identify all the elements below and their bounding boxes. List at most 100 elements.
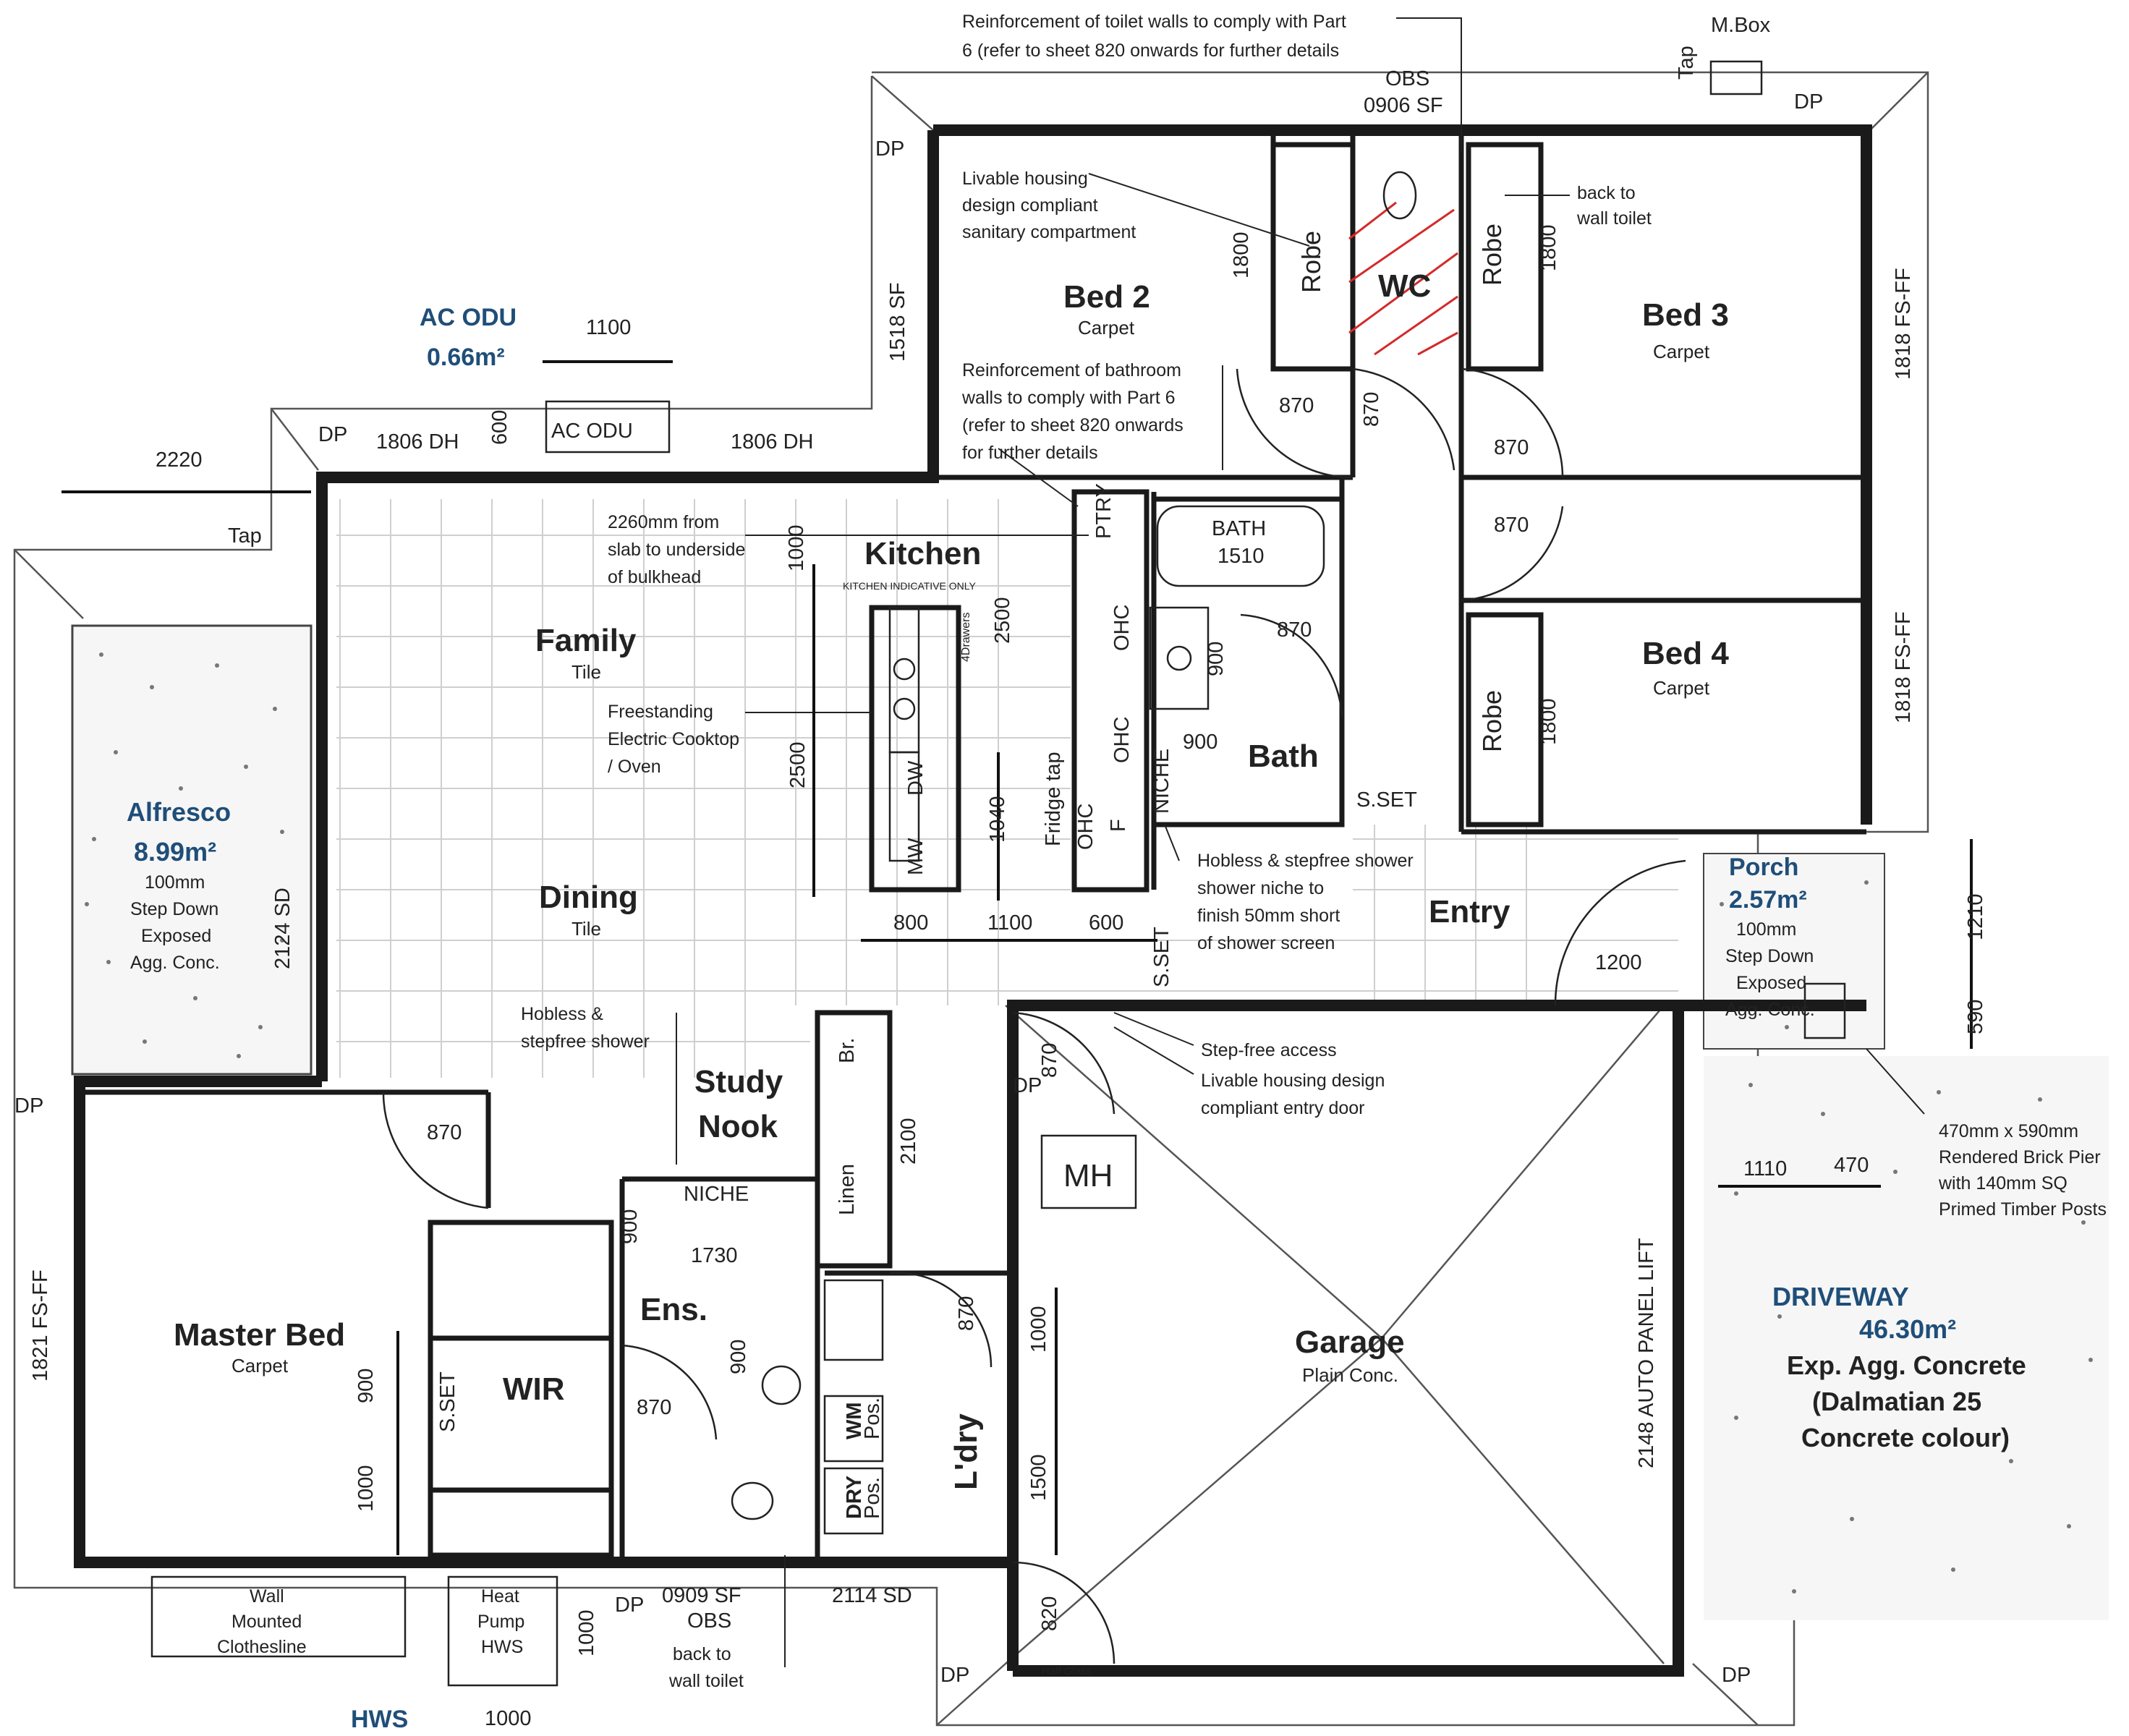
room-family-finish: Tile: [571, 661, 601, 683]
porch-detail-4: Agg. Conc.: [1725, 1000, 1815, 1020]
note-brick-pier-3: with 140mm SQ: [1938, 1173, 2068, 1194]
label-f: F: [1107, 819, 1130, 832]
heat-pump-2: Pump: [477, 1612, 524, 1632]
label-wm: WM: [843, 1402, 866, 1439]
note-bulkhead-1: 2260mm from: [608, 512, 719, 532]
label-2124-sd: 2124 SD: [271, 888, 294, 969]
dim-1210: 1210: [1964, 893, 1987, 940]
label-ohc-1: OHC: [1110, 605, 1134, 651]
dim-1000-hws-bottom: 1000: [485, 1707, 532, 1730]
note-brick-pier-1: 470mm x 590mm: [1939, 1121, 2078, 1141]
note-toilet-walls-2: 6 (refer to sheet 820 onwards for furthe…: [962, 41, 1339, 61]
dim-1200: 1200: [1595, 951, 1642, 974]
dim-1800-right: 1800: [1537, 224, 1560, 271]
dim-600-kitchen: 600: [1089, 911, 1123, 935]
alfresco-detail-4: Agg. Conc.: [130, 953, 220, 973]
external-walls: [74, 124, 1872, 1677]
note-kitchen-indicative: KITCHEN INDICATIVE ONLY: [843, 580, 977, 592]
label-0909-sf: 0909 SF: [662, 1584, 741, 1607]
room-bed4: Bed 4: [1642, 636, 1729, 671]
dim-870-ldry: 870: [955, 1296, 978, 1331]
label-1818-fsff-2: 1818 FS-FF: [1892, 611, 1915, 723]
label-dp-top-left: DP: [875, 137, 904, 161]
note-cooktop-2: Electric Cooktop: [608, 729, 739, 749]
note-bulkhead-3: of bulkhead: [608, 567, 701, 587]
room-bed2-finish: Carpet: [1078, 317, 1135, 339]
label-sset-entry: S.SET: [1356, 788, 1417, 812]
room-bed3-finish: Carpet: [1653, 341, 1710, 362]
note-livable-2: design compliant: [962, 195, 1098, 216]
dim-1000-garage: 1000: [1027, 1306, 1050, 1353]
room-master: Master Bed: [174, 1317, 345, 1353]
dim-1110: 1110: [1743, 1157, 1787, 1180]
dim-470: 470: [1834, 1154, 1869, 1177]
dim-900-master: 900: [354, 1369, 378, 1403]
label-mw: MW: [904, 838, 927, 875]
dim-870-wc-door: 870: [1360, 392, 1383, 427]
leader-lines: [676, 17, 1925, 1667]
label-dp-ac: DP: [318, 423, 347, 446]
dim-870-ens: 870: [637, 1396, 671, 1419]
label-dry-pos: Pos.: [861, 1477, 884, 1519]
door-swings: [382, 367, 1686, 1664]
clothesline-2: Mounted: [231, 1612, 302, 1632]
label-niche-ens: NICHE: [684, 1183, 749, 1206]
room-kitchen: Kitchen: [864, 536, 981, 571]
label-dp-garage-right: DP: [1722, 1664, 1751, 1687]
porch-detail-2: Step Down: [1725, 946, 1814, 966]
note-livable-3: sanitary compartment: [962, 222, 1136, 242]
label-tap-left: Tap: [228, 524, 262, 548]
dim-900-bath: 900: [1204, 642, 1228, 676]
label-sset-kitchen: S.SET: [1150, 927, 1173, 987]
bath-tub-size: 1510: [1218, 545, 1265, 568]
alfresco-title: Alfresco: [127, 797, 231, 827]
label-niche-bath: NICHE: [1150, 749, 1173, 814]
wc-hatch: [1348, 201, 1458, 356]
ac-odu-box-label: AC ODU: [551, 420, 633, 443]
room-garage-finish: Plain Conc.: [1302, 1364, 1398, 1386]
note-4drawers: 4Drawers: [960, 613, 972, 662]
driveway-detail-1: Exp. Agg. Concrete: [1787, 1350, 2026, 1380]
room-bed3: Bed 3: [1642, 297, 1729, 333]
note-bathroom-walls-4: for further details: [962, 443, 1098, 463]
alfresco-area: 8.99m²: [134, 837, 216, 867]
room-master-finish: Carpet: [231, 1355, 289, 1377]
room-ldry: L'dry: [948, 1413, 984, 1490]
label-fridge-tap: Fridge tap: [1042, 752, 1065, 846]
label-1806-dh-left: 1806 DH: [376, 430, 459, 454]
dim-870-bed4-door: 870: [1494, 514, 1529, 537]
porch-detail-1: 100mm: [1736, 919, 1796, 940]
label-1518-sf: 1518 SF: [886, 282, 909, 362]
dim-900-shower: 900: [1183, 731, 1218, 754]
label-mbox: M.Box: [1711, 14, 1771, 37]
alfresco-detail-3: Exposed: [141, 926, 211, 946]
clothesline-3: Clothesline: [217, 1637, 307, 1657]
room-study-2: Nook: [698, 1109, 778, 1144]
dim-820: 820: [1038, 1596, 1061, 1631]
dim-600-ac: 600: [488, 410, 511, 445]
dim-870-bed2-door: 870: [1279, 394, 1314, 417]
dim-590: 590: [1964, 1000, 1987, 1034]
roof-outline: [13, 71, 1929, 1727]
driveway-area: 46.30m²: [1859, 1314, 1956, 1344]
label-obs-top: OBS: [1385, 67, 1429, 90]
dim-900-ens-1: 900: [619, 1209, 642, 1244]
note-shower-niche-1: Hobless & stepfree shower: [1197, 851, 1414, 871]
note-entry-door-1: Livable housing design: [1201, 1071, 1385, 1091]
room-bath: Bath: [1248, 739, 1319, 774]
porch-area: 2.57m²: [1729, 886, 1807, 914]
label-0906-sf: 0906 SF: [1364, 94, 1443, 117]
heat-pump-3: HWS: [481, 1637, 523, 1657]
label-dw: DW: [904, 760, 927, 796]
label-obs-bottom: OBS: [687, 1609, 731, 1633]
note-shower-niche-2: shower niche to: [1197, 878, 1324, 898]
note-bulkhead-2: slab to underside: [608, 540, 745, 560]
note-brick-pier-4: Primed Timber Posts: [1939, 1199, 2107, 1220]
note-hobless-ens-2: stepfree shower: [521, 1031, 650, 1052]
dim-2500-bench: 2500: [786, 741, 809, 788]
ac-odu-title: AC ODU: [420, 304, 517, 331]
dim-1500-garage: 1500: [1027, 1454, 1050, 1501]
label-wm-pos: Pos.: [861, 1397, 884, 1439]
note-back-to-wall-2: wall toilet: [1576, 208, 1652, 229]
porch-title: Porch: [1729, 854, 1798, 881]
